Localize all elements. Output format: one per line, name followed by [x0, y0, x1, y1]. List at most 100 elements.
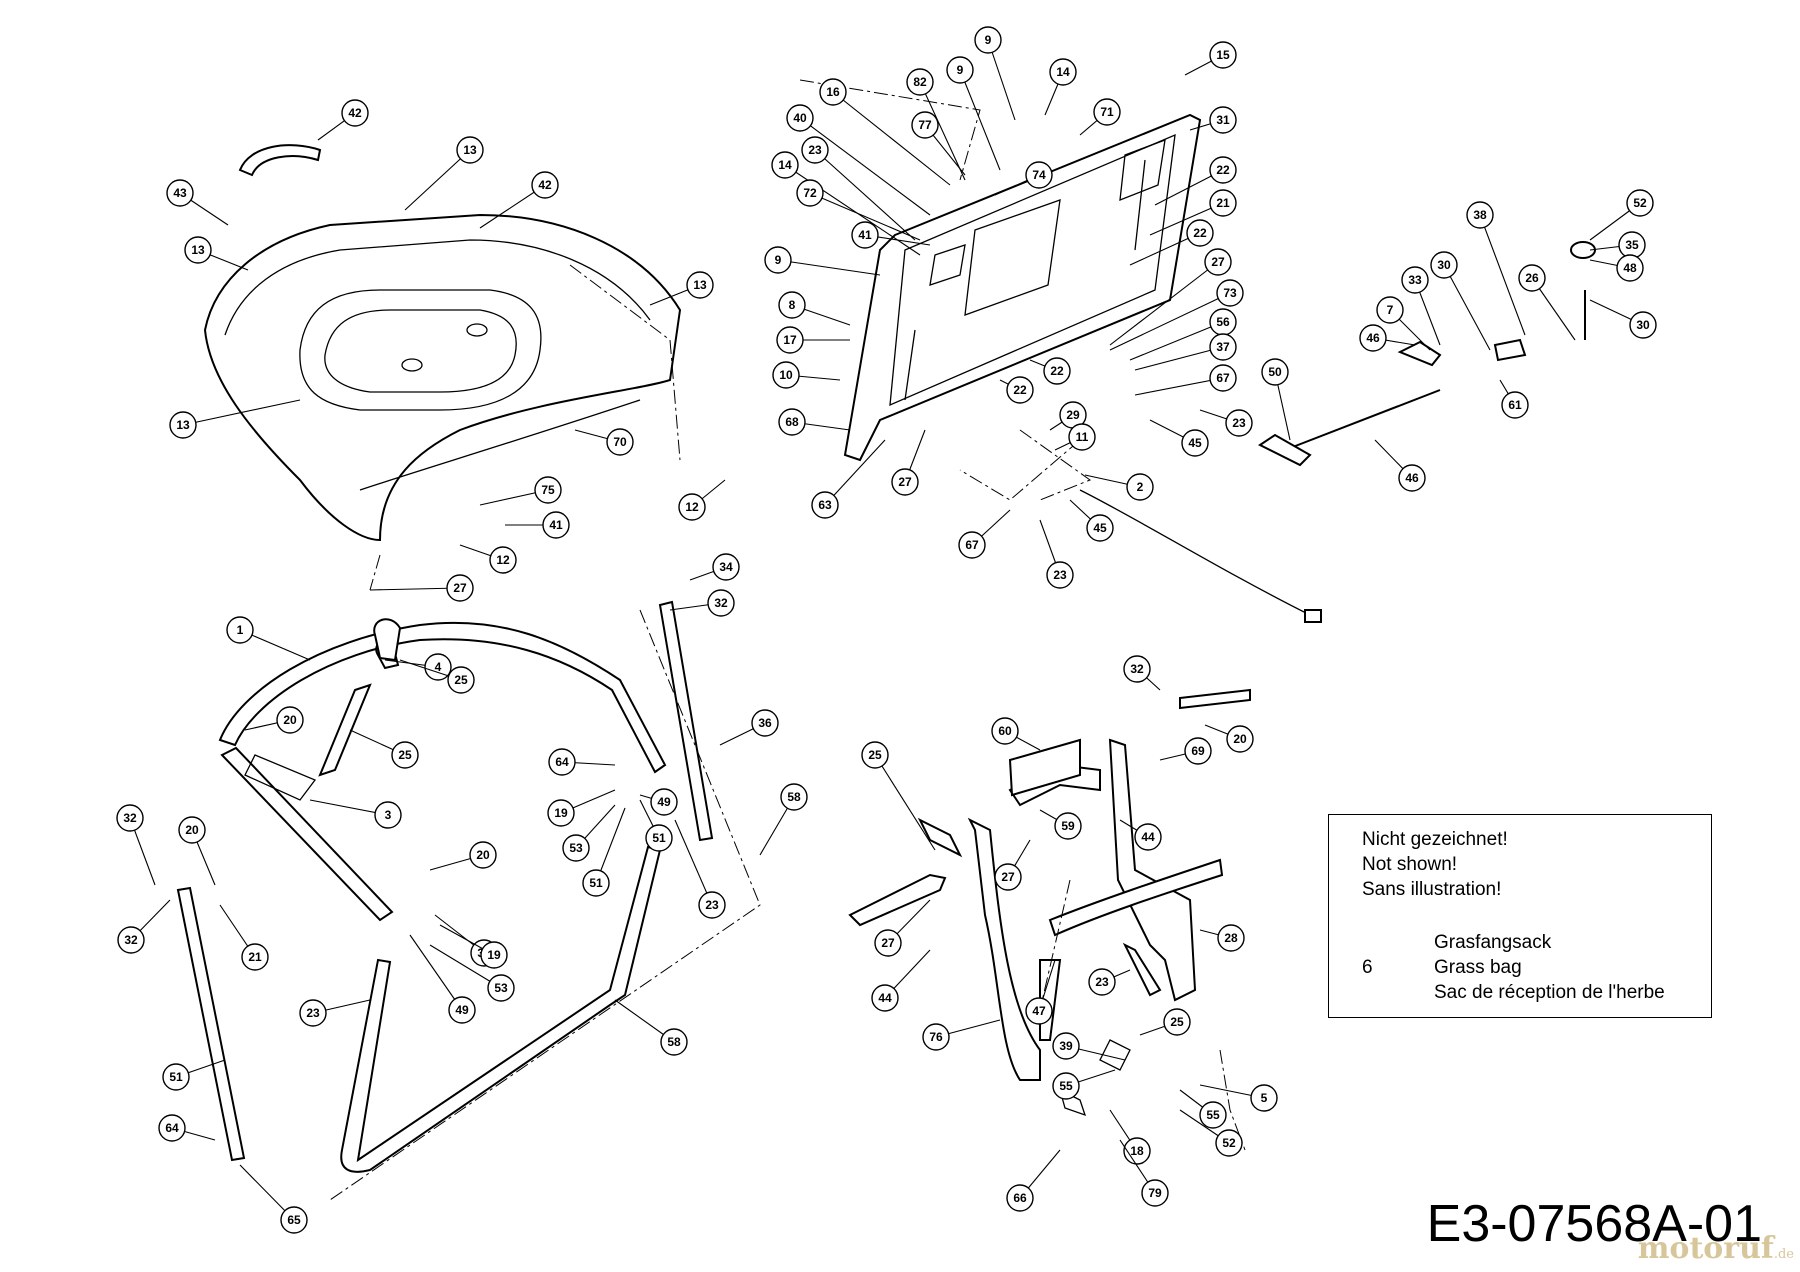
callout-number: 82 [913, 75, 927, 89]
callout-47: 47 [1025, 959, 1056, 1025]
callout-number: 31 [1216, 113, 1230, 127]
callout-31: 31 [1189, 106, 1237, 134]
callout-number: 21 [248, 950, 262, 964]
callout-number: 41 [549, 518, 563, 532]
callout-76: 76 [922, 1019, 1001, 1051]
callout-number: 53 [569, 841, 583, 855]
callout-number: 20 [283, 713, 297, 727]
callout-circle [991, 717, 1019, 745]
callout-circle [226, 616, 254, 644]
callout-circle [117, 926, 145, 954]
callout-circle [1629, 311, 1657, 339]
callout-circle [1025, 997, 1053, 1025]
callout-41: 41 [505, 511, 570, 539]
callout-9: 9 [764, 246, 881, 276]
callout-23: 23 [1199, 409, 1253, 437]
callout-circle [786, 104, 814, 132]
callout-number: 32 [1130, 662, 1144, 676]
callout-number: 44 [878, 991, 892, 1005]
callout-circle [698, 891, 726, 919]
callout-number: 25 [454, 673, 468, 687]
callout-36: 36 [719, 709, 779, 746]
callout-number: 23 [306, 1006, 320, 1020]
bag-frame-left [176, 600, 714, 1173]
callout-27: 27 [1109, 248, 1232, 346]
leader-line [1479, 214, 1526, 336]
callout-number: 22 [1050, 364, 1064, 378]
callout-number: 51 [652, 831, 666, 845]
callout-circle [280, 1206, 308, 1234]
callout-77: 77 [911, 111, 966, 176]
callout-circle [374, 801, 402, 829]
callout-circle [1126, 473, 1154, 501]
callout-69: 69 [1159, 737, 1212, 765]
callout-circle [712, 553, 740, 581]
callout-70: 70 [574, 428, 634, 456]
callout-circle [1209, 189, 1237, 217]
leader-line [777, 259, 881, 276]
callout-circle [660, 1028, 688, 1056]
callout-number: 42 [538, 178, 552, 192]
callout-number: 77 [918, 118, 932, 132]
callout-number: 11 [1076, 430, 1089, 444]
callout-52: 52 [1589, 189, 1654, 241]
callout-13: 13 [169, 399, 301, 439]
callout-circle [489, 546, 517, 574]
callout-circle [778, 408, 806, 436]
callout-circle [1501, 391, 1529, 419]
callout-20: 20 [244, 706, 304, 734]
callout-circle [606, 428, 634, 456]
callout-number: 61 [1508, 398, 1522, 412]
callout-circle [645, 824, 673, 852]
callout-circle [1216, 279, 1244, 307]
callout-number: 20 [185, 823, 199, 837]
callout-number: 67 [965, 538, 979, 552]
callout-number: 15 [1216, 48, 1230, 62]
callout-number: 79 [1148, 1186, 1162, 1200]
callout-number: 25 [868, 748, 882, 762]
callout-circle [911, 111, 939, 139]
callout-25: 25 [1139, 1008, 1191, 1036]
callout-circle [158, 1114, 186, 1142]
callout-number: 14 [1056, 65, 1070, 79]
callout-number: 20 [476, 848, 490, 862]
callout-circle [1209, 333, 1237, 361]
callout-number: 66 [1013, 1191, 1027, 1205]
callout-20: 20 [1204, 724, 1254, 753]
callout-64: 64 [158, 1114, 216, 1142]
callout-number: 55 [1059, 1079, 1073, 1093]
callout-circle [1049, 58, 1077, 86]
leader-line [959, 69, 1001, 171]
callout-9: 9 [974, 26, 1016, 121]
callout-circle [1184, 737, 1212, 765]
callout-circle [1046, 561, 1074, 589]
callout-number: 33 [1408, 273, 1422, 287]
callout-circle [1518, 264, 1546, 292]
callout-79: 79 [1119, 1139, 1169, 1207]
callout-33: 33 [1401, 266, 1441, 346]
callout-number: 71 [1100, 105, 1114, 119]
callout-number: 3 [385, 808, 392, 822]
callout-58: 58 [614, 999, 688, 1056]
callout-circle [811, 491, 839, 519]
callout-number: 29 [1066, 408, 1080, 422]
callout-circle [562, 834, 590, 862]
leader-line [919, 81, 966, 181]
callout-circle [1217, 924, 1245, 952]
legend-item-de: Grasfangsack [1434, 932, 1552, 953]
callout-circle [1398, 464, 1426, 492]
leader-line [1109, 292, 1231, 351]
leader-line [1109, 261, 1219, 346]
callout-65: 65 [239, 1164, 308, 1234]
callout-circle [1123, 1137, 1151, 1165]
callout-number: 32 [123, 811, 137, 825]
callout-number: 74 [1032, 168, 1046, 182]
callout-number: 4 [435, 660, 442, 674]
callout-circle [1052, 1072, 1080, 1100]
callout-9: 9 [946, 56, 1001, 171]
legend-item-en: Grass bag [1434, 957, 1522, 978]
callout-number: 45 [1188, 436, 1202, 450]
leader-line [824, 439, 886, 506]
callout-number: 45 [1093, 521, 1107, 535]
callout-46: 46 [1359, 324, 1416, 352]
